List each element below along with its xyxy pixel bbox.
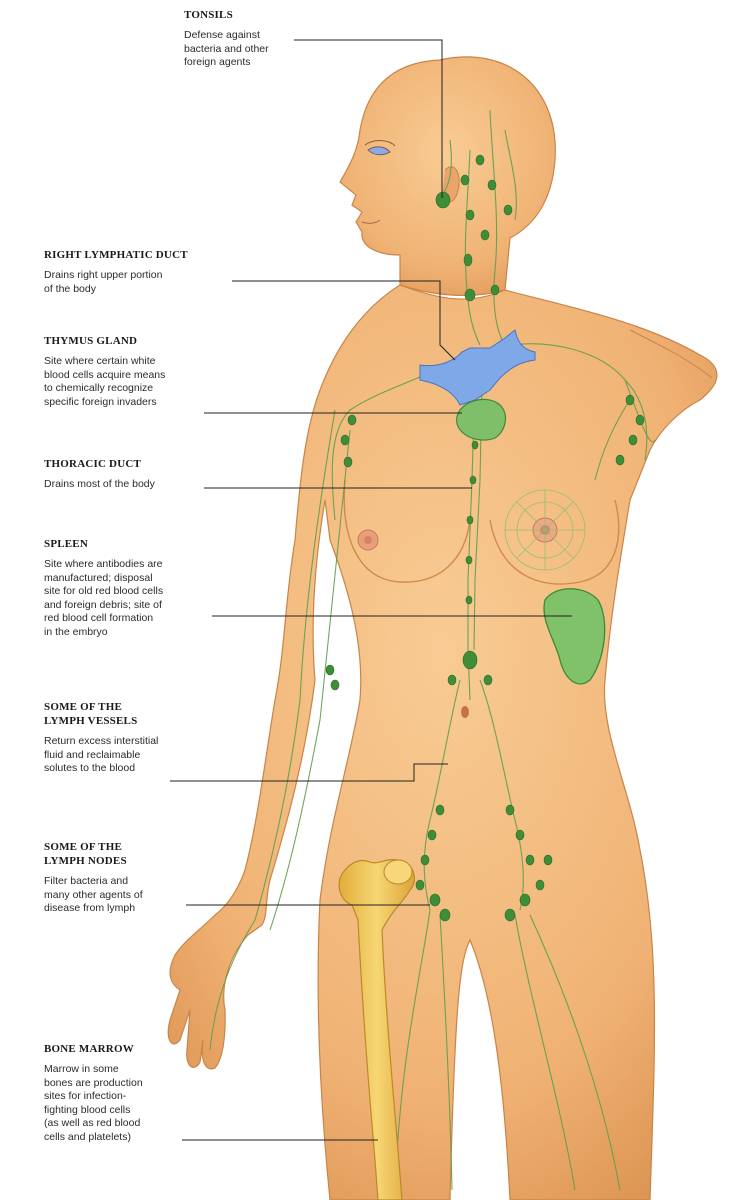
navel	[461, 706, 469, 718]
label-title: SOME OF THE LYMPH VESSELS	[44, 701, 138, 727]
lymph-nodes	[325, 154, 645, 922]
label-description: Defense against bacteria and other forei…	[184, 29, 269, 68]
label-title: RIGHT LYMPHATIC DUCT	[44, 249, 188, 261]
body-silhouette	[167, 56, 718, 1200]
label-title: SPLEEN	[44, 538, 88, 550]
leader-lymph-vessels	[170, 763, 448, 782]
label-lymph-vessels: SOME OF THE LYMPH VESSELS Return excess …	[44, 700, 234, 776]
leader-tonsils	[294, 39, 443, 198]
label-description: Drains right upper portion of the body	[44, 269, 163, 295]
label-description: Return excess interstitial fluid and rec…	[44, 735, 159, 774]
thymus	[455, 398, 507, 441]
label-bone-marrow: BONE MARROW Marrow in some bones are pro…	[44, 1042, 234, 1144]
label-thymus-gland: THYMUS GLAND Site where certain white bl…	[44, 334, 234, 409]
label-title: THYMUS GLAND	[44, 335, 138, 347]
label-description: Marrow in some bones are production site…	[44, 1063, 143, 1143]
label-title: THORACIC DUCT	[44, 458, 142, 470]
label-right-lymphatic-duct: RIGHT LYMPHATIC DUCT Drains right upper …	[44, 248, 234, 296]
femur-bone	[338, 859, 415, 1200]
label-lymph-nodes: SOME OF THE LYMPH NODES Filter bacteria …	[44, 840, 234, 916]
label-title: BONE MARROW	[44, 1043, 134, 1055]
label-description: Site where antibodies are manufactured; …	[44, 558, 164, 638]
mouth	[361, 219, 381, 224]
thymus-and-veins	[419, 329, 536, 441]
torso	[167, 284, 718, 1200]
label-tonsils: TONSILS Defense against bacteria and oth…	[184, 8, 374, 70]
label-title: SOME OF THE LYMPH NODES	[44, 841, 127, 867]
left-breast	[489, 499, 620, 585]
right-breast	[343, 479, 471, 583]
label-thoracic-duct: THORACIC DUCT Drains most of the body	[44, 457, 234, 492]
leader-right-lymphatic-duct	[232, 280, 456, 361]
subclavian-veins	[419, 329, 536, 406]
eye	[367, 146, 391, 156]
label-description: Drains most of the body	[44, 478, 155, 490]
label-spleen: SPLEEN Site where antibodies are manufac…	[44, 537, 234, 639]
label-description: Filter bacteria and many other agents of…	[44, 875, 143, 914]
spleen	[543, 588, 606, 685]
label-title: TONSILS	[184, 9, 233, 21]
label-description: Site where certain white blood cells acq…	[44, 355, 166, 408]
leader-lines	[170, 39, 572, 1141]
